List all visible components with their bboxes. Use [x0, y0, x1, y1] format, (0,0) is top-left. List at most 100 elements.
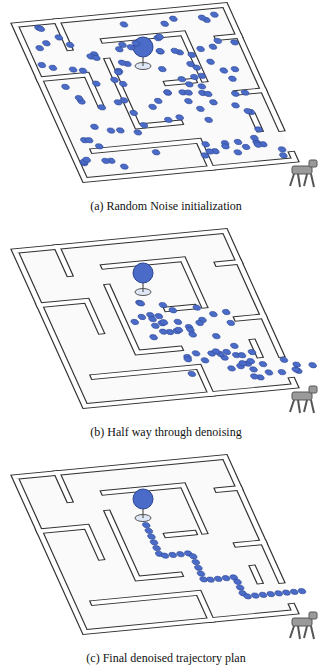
- trajectory-point: [251, 593, 261, 599]
- trajectory-point: [264, 370, 274, 376]
- trajectory-point: [206, 59, 216, 65]
- trajectory-point: [246, 358, 256, 364]
- trajectory-point: [106, 128, 116, 134]
- trajectory-point: [292, 362, 302, 368]
- trajectory-point: [221, 143, 231, 149]
- trajectory-point: [110, 77, 120, 83]
- trajectory-point: [126, 44, 136, 50]
- trajectory-point: [37, 62, 47, 68]
- trajectory-point: [241, 144, 251, 150]
- trajectory-point: [168, 307, 178, 313]
- trajectory-point: [184, 98, 194, 104]
- trajectory-point: [214, 576, 224, 582]
- trajectory-point: [174, 327, 184, 333]
- trajectory-point: [187, 371, 197, 377]
- trajectory-point: [237, 352, 247, 358]
- trajectory-point: [222, 349, 232, 355]
- trajectory-point: [118, 42, 128, 48]
- trajectory-point: [200, 153, 210, 159]
- trajectory-point: [61, 84, 71, 90]
- trajectory-point: [279, 357, 289, 363]
- trajectory-point: [212, 333, 222, 339]
- trajectory-point: [277, 146, 287, 152]
- trajectory-point: [152, 545, 162, 551]
- trajectory-point: [208, 44, 218, 50]
- trajectory-point: [240, 90, 250, 96]
- trajectory-point: [200, 357, 210, 363]
- trajectory-point: [221, 575, 231, 581]
- trajectory-point: [175, 114, 185, 120]
- maze-illustration: [0, 0, 332, 200]
- trajectory-point: [233, 139, 243, 145]
- trajectory-point: [92, 55, 102, 61]
- trajectory-point: [84, 137, 94, 143]
- trajectory-point: [90, 124, 100, 130]
- trajectory-point: [163, 90, 173, 96]
- trajectory-point: [291, 367, 301, 373]
- trajectory-point: [279, 152, 289, 158]
- trajectory-point: [233, 149, 243, 155]
- trajectory-point: [192, 305, 202, 311]
- trajectory-point: [92, 81, 102, 87]
- trajectory-point: [201, 141, 211, 147]
- trajectory-point: [274, 590, 284, 596]
- trajectory-point: [151, 149, 161, 155]
- trajectory-point: [247, 349, 257, 355]
- trajectory-point: [130, 319, 140, 325]
- trajectory-point: [173, 319, 183, 325]
- trajectory-point: [164, 117, 174, 123]
- trajectory-point: [254, 126, 264, 132]
- trajectory-point: [113, 69, 123, 75]
- trajectory-point: [188, 332, 198, 338]
- trajectory-point: [230, 343, 240, 349]
- trajectory-point: [82, 157, 92, 163]
- trajectory-point: [191, 559, 201, 565]
- trajectory-point: [197, 83, 207, 89]
- trajectory-point: [211, 348, 221, 354]
- trajectory-point: [196, 106, 206, 112]
- trajectory-point: [289, 589, 299, 595]
- trajectory-point: [219, 68, 229, 74]
- trajectory-point: [197, 15, 207, 21]
- trajectory-point: [160, 21, 170, 27]
- trajectory-point: [139, 122, 149, 128]
- trajectory-point: [233, 579, 243, 585]
- trajectory-point: [147, 534, 157, 540]
- trajectory-point: [184, 81, 194, 87]
- panel-caption: (b) Half way through denoising: [0, 425, 332, 439]
- trajectory-point: [94, 143, 104, 149]
- trajectory-point: [282, 590, 292, 596]
- trajectory-point: [308, 362, 318, 368]
- trajectory-point: [196, 46, 206, 52]
- trajectory-point: [68, 67, 78, 73]
- trajectory-point: [188, 553, 198, 559]
- trajectory-point: [297, 588, 307, 594]
- trajectory-point: [54, 35, 64, 41]
- maze-illustration: [0, 226, 332, 426]
- trajectory-point: [42, 40, 52, 46]
- trajectory-point: [249, 366, 259, 372]
- trajectory-point: [238, 360, 248, 366]
- trajectory-point: [243, 108, 253, 114]
- panel-caption: (a) Random Noise initialization: [0, 199, 332, 213]
- trajectory-point: [170, 48, 180, 54]
- trajectory-point: [65, 42, 75, 48]
- trajectory-point: [243, 593, 253, 599]
- trajectory-point: [155, 48, 165, 54]
- trajectory-point: [158, 66, 168, 72]
- trajectory-point: [120, 164, 130, 170]
- trajectory-point: [149, 334, 159, 340]
- trajectory-point: [119, 22, 129, 28]
- trajectory-point: [196, 571, 206, 577]
- trajectory-point: [190, 74, 200, 80]
- maze-illustration: [0, 452, 332, 652]
- trajectory-point: [235, 585, 245, 591]
- trajectory-point: [97, 104, 107, 110]
- trajectory-point: [158, 302, 168, 308]
- trajectory-point: [144, 528, 154, 534]
- trajectory-point: [191, 350, 201, 356]
- trajectory-point: [129, 110, 139, 116]
- trajectory-point: [266, 591, 276, 597]
- trajectory-point: [117, 60, 127, 66]
- trajectory-point: [155, 34, 165, 40]
